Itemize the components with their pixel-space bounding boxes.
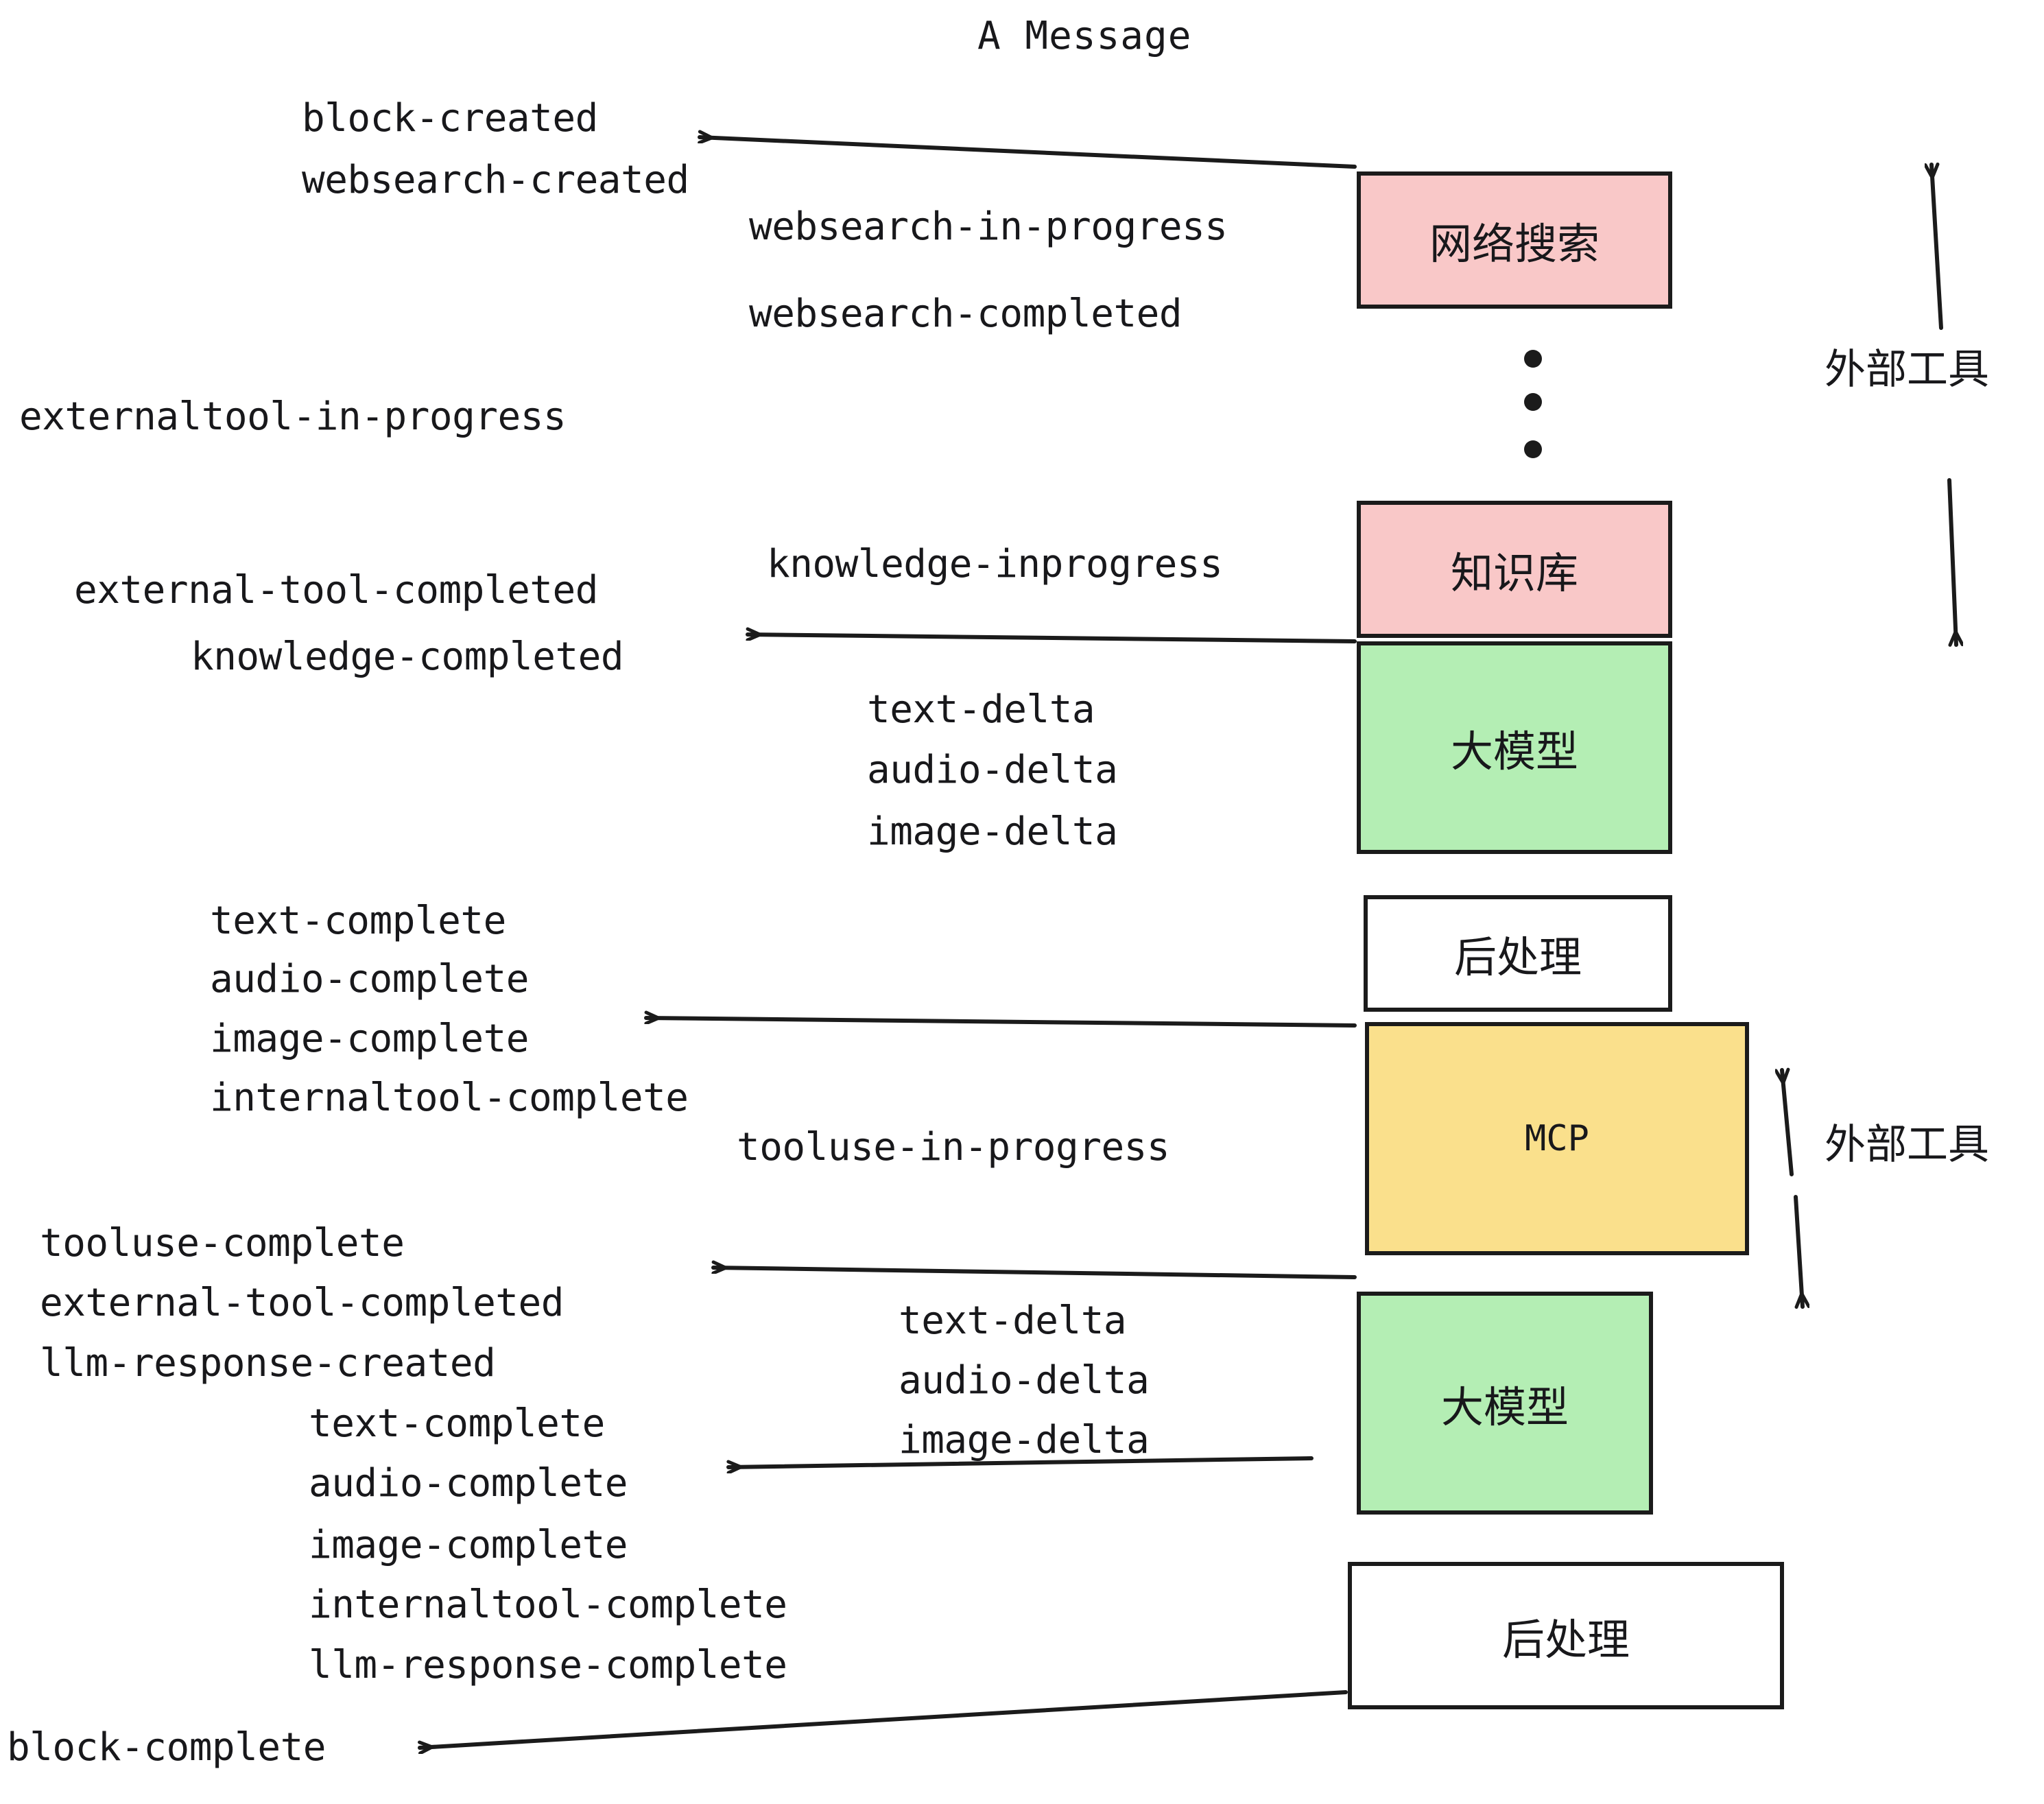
event-label-e24: audio-complete — [309, 1461, 628, 1506]
ellipsis-dot-1 — [1524, 350, 1542, 368]
event-label-e21: audio-delta — [899, 1358, 1150, 1403]
node-label-knowledge: 知识库 — [1450, 548, 1578, 598]
arrow-tooluse-complete — [711, 1268, 1357, 1279]
node-label-mcp: MCP — [1525, 1118, 1589, 1159]
ellipsis-dot-2 — [1524, 393, 1542, 411]
node-box-llm-1 — [1357, 641, 1672, 854]
external-tool-arrows — [1782, 165, 1956, 1307]
event-label-e27: llm-response-complete — [309, 1643, 787, 1687]
event-label-e26: internaltool-complete — [309, 1582, 787, 1627]
flow-arrows — [418, 137, 1357, 1748]
ellipsis-dot-3 — [1524, 440, 1542, 458]
ext-tool-up-1 — [1932, 165, 1943, 330]
event-label-e18: external-tool-completed — [40, 1281, 564, 1325]
node-box-llm-2 — [1357, 1292, 1653, 1515]
arrow-image-complete — [644, 1018, 1357, 1028]
node-label-post-1: 后处理 — [1453, 932, 1582, 982]
event-label-e2: websearch-created — [302, 158, 689, 202]
event-label-e14: image-complete — [210, 1017, 530, 1061]
event-label-e15: internaltool-complete — [210, 1076, 689, 1120]
event-label-e7: external-tool-completed — [74, 568, 598, 613]
event-label-e19: llm-response-created — [40, 1341, 496, 1386]
event-label-e6: knowledge-inprogress — [767, 542, 1223, 586]
event-label-e3: websearch-in-progress — [749, 204, 1228, 249]
ext-tool-down-2 — [1794, 1195, 1803, 1307]
event-label-e20: text-delta — [899, 1298, 1127, 1343]
node-box-knowledge — [1357, 501, 1672, 638]
event-label-e13: audio-complete — [210, 957, 530, 1001]
event-label-e9: text-delta — [867, 687, 1095, 732]
diagram-title: A Message — [977, 14, 1192, 58]
event-label-e11: image-delta — [867, 809, 1118, 854]
ext-tool-down-1 — [1947, 478, 1956, 647]
event-label-e16: tooluse-in-progress — [737, 1125, 1170, 1170]
event-label-e12: text-complete — [210, 899, 506, 943]
event-label-e17: tooluse-complete — [40, 1221, 405, 1266]
event-label-e10: audio-delta — [867, 748, 1118, 792]
side-label-external-tool-bottom: 外部工具 — [1825, 1121, 1989, 1169]
node-label-websearch: 网络搜索 — [1429, 219, 1600, 269]
arrow-block-created — [698, 137, 1357, 169]
node-label-post-2: 后处理 — [1501, 1614, 1630, 1665]
node-box-websearch — [1357, 171, 1672, 309]
arrow-block-complete — [418, 1690, 1348, 1748]
event-label-e4: websearch-completed — [749, 292, 1183, 336]
arrow-knowledge — [746, 634, 1357, 643]
event-label-e1: block-created — [302, 96, 598, 141]
event-label-e25: image-complete — [309, 1523, 628, 1567]
ext-tool-up-2 — [1782, 1070, 1794, 1176]
node-label-llm-1: 大模型 — [1450, 726, 1578, 776]
ellipsis-dots — [1524, 350, 1542, 458]
event-label-e5: externaltool-in-progress — [19, 394, 567, 439]
event-label-e28: block-complete — [7, 1725, 326, 1770]
side-label-external-tool-top: 外部工具 — [1825, 346, 1989, 394]
node-box-post-2 — [1348, 1562, 1784, 1709]
event-label-e8: knowledge-completed — [191, 634, 624, 679]
node-box-mcp — [1365, 1022, 1749, 1255]
event-label-e22: image-delta — [899, 1418, 1150, 1462]
node-label-llm-2: 大模型 — [1440, 1381, 1569, 1432]
event-label-e23: text-complete — [309, 1401, 605, 1446]
node-box-post-1 — [1364, 895, 1672, 1012]
arrow-audio-complete — [726, 1456, 1314, 1467]
